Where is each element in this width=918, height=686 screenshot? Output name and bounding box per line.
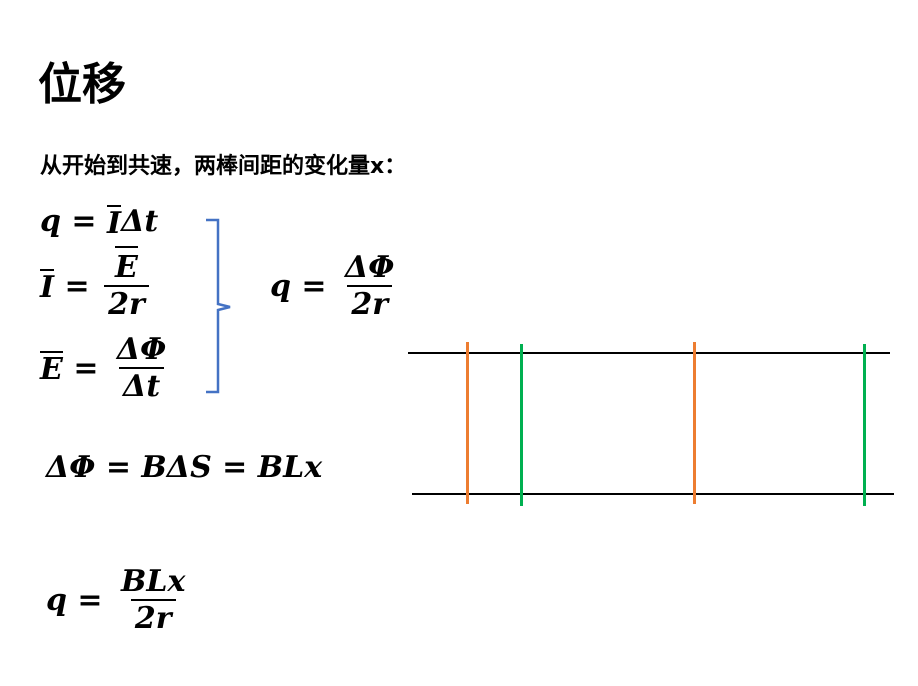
numerator: E: [114, 246, 138, 285]
numerator: ΔΦ: [116, 332, 167, 367]
bottom-rail: [412, 493, 894, 495]
eq-op: =: [62, 350, 109, 386]
eq-rhs: Δt: [121, 204, 159, 239]
eq-lhs: q =: [40, 204, 108, 239]
eq-op: =: [54, 268, 101, 304]
eq-lhs: q =: [46, 582, 114, 618]
green-rod-final: [863, 344, 866, 506]
denominator: 2r: [130, 599, 176, 636]
subtitle: 从开始到共速，两棒间距的变化量x：: [40, 154, 407, 179]
eq-lhs: q =: [270, 268, 338, 304]
numerator: BLx: [121, 564, 186, 599]
right-brace: [206, 218, 231, 394]
denominator: 2r: [347, 285, 393, 322]
denominator: Δt: [119, 367, 165, 404]
denominator: 2r: [104, 285, 149, 322]
equation-flux: ΔΦ = BΔS = BLx: [46, 450, 323, 485]
mean-current: I: [40, 269, 55, 305]
mean-current: I: [107, 204, 122, 241]
orange-rod-final: [693, 342, 696, 504]
top-rail: [408, 352, 890, 354]
green-rod-initial: [520, 344, 523, 506]
slide-title: 位移: [38, 59, 126, 110]
mean-emf: E: [40, 351, 63, 387]
numerator: ΔΦ: [345, 250, 395, 285]
orange-rod-initial: [466, 342, 469, 504]
